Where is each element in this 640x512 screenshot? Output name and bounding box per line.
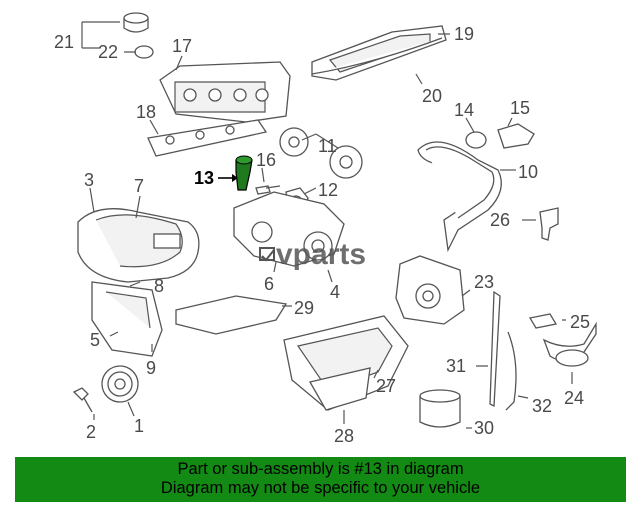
part-number-26: 26 [490,210,510,230]
part-number-27: 27 [376,376,396,396]
part-number-21: 21 [54,32,74,52]
part-number-14: 14 [454,100,474,120]
part-number-15: 15 [510,98,530,118]
lower-cover-8-5-9 [91,281,163,357]
vparts-watermark: vparts [259,238,366,271]
part-number-29: 29 [294,298,314,318]
timing-belt [417,141,502,253]
crank-bolt-2 [72,387,93,413]
intake-gasket [147,119,268,157]
part-number-8: 8 [154,276,164,296]
oil-pan-27-28 [283,315,409,411]
part-number-5: 5 [90,330,100,350]
part-number-18: 18 [136,102,156,122]
part-number-19: 19 [454,24,474,44]
dipstick-31-32 [489,290,517,411]
part-number-1: 1 [134,416,144,436]
part-number-3: 3 [84,170,94,190]
part-number-16: 16 [256,150,276,170]
bolt-16 [255,185,281,195]
oil-filter-30 [419,389,461,428]
part-number-13: 13 [194,168,214,188]
watermark-text: vparts [276,238,366,271]
part-number-22: 22 [98,42,118,62]
highlighted-part-13 [235,155,253,191]
part-number-2: 2 [86,422,96,442]
valve-cover [311,25,447,81]
oil-pump-23 [395,255,465,325]
part-number-23: 23 [474,272,494,292]
info-banner: Part or sub-assembly is #13 in diagram D… [15,457,626,502]
oil-filler-cap [123,12,154,59]
intake-manifold [159,61,291,123]
part-number-32: 32 [532,396,552,416]
cam-pulleys [279,127,363,179]
banner-line-1: Part or sub-assembly is #13 in diagram [177,460,464,478]
cover-29 [175,295,288,335]
part-number-17: 17 [172,36,192,56]
part-number-4: 4 [330,282,340,302]
part-number-6: 6 [264,274,274,294]
crank-pulley-1 [101,365,139,403]
sensor-26 [539,207,559,241]
part-number-24: 24 [564,388,584,408]
part-number-30: 30 [474,418,494,438]
strainer-24-25 [528,313,597,367]
part-number-12: 12 [318,180,338,200]
part-number-9: 9 [146,358,156,378]
part-number-11: 11 [318,136,337,156]
part-number-7: 7 [134,176,144,196]
timing-cover-3-7 [77,208,200,283]
part-number-31: 31 [446,356,466,376]
banner-line-2: Diagram may not be specific to your vehi… [160,479,481,497]
tensioner-parts [465,123,535,149]
part-number-20: 20 [422,86,442,106]
parts-diagram: 1 2 3 4 5 6 7 8 9 10 11 12 13 14 15 16 1… [54,12,597,446]
part-number-28: 28 [334,426,354,446]
part-number-10: 10 [518,162,538,182]
part-number-25: 25 [570,312,590,332]
